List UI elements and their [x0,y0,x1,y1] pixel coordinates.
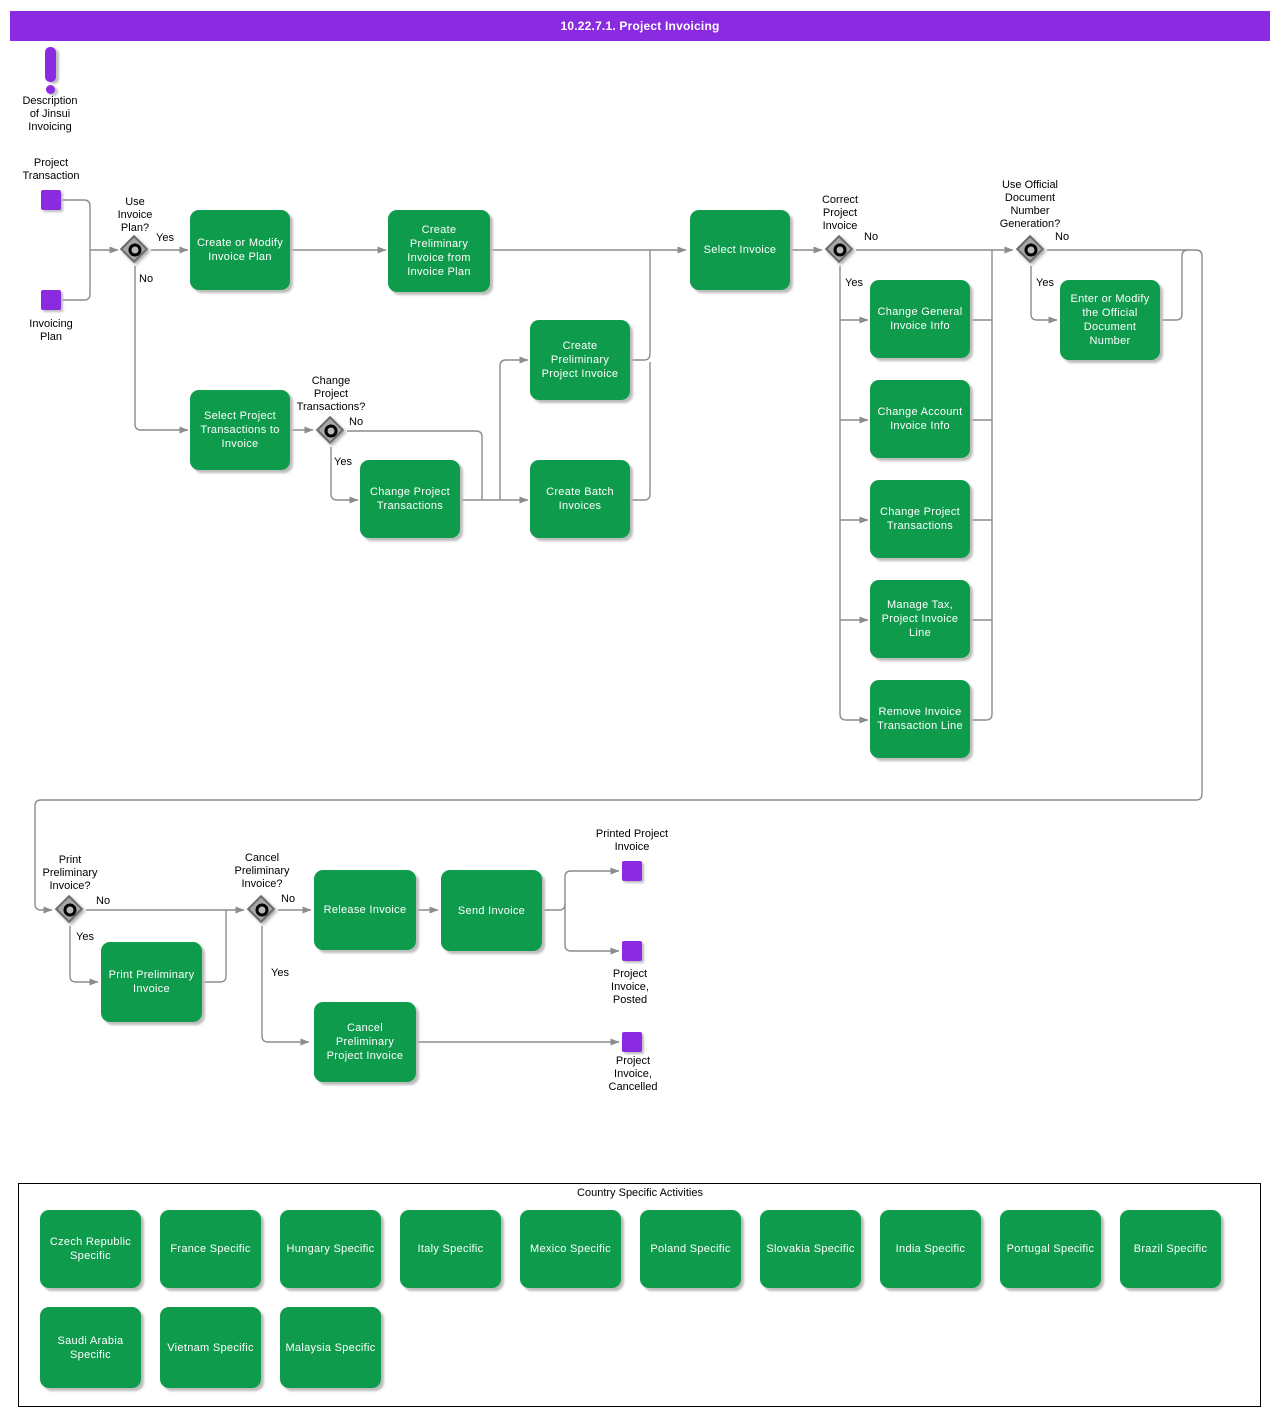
start-event-invoicing-plan-label: Invoicing Plan [29,318,73,343]
exclamation-icon-bar [45,47,56,82]
activity-cancel-preliminary-project-invoice[interactable]: Cancel Preliminary Project Invoice [314,1002,416,1082]
branch-label-yes: Yes [845,277,863,289]
decision-cancel-preliminary-invoice [245,893,279,927]
decision-ring-icon [63,903,77,917]
activity-select-project-transactions-to-invoice[interactable]: Select Project Transactions to Invoice [190,390,290,470]
activity-portugal-specific[interactable]: Portugal Specific [1000,1210,1101,1288]
activity-vietnam-specific[interactable]: Vietnam Specific [160,1307,261,1388]
activity-release-invoice[interactable]: Release Invoice [314,870,416,950]
start-event-project-transaction-label: Project Transaction [22,157,80,182]
decision-print-preliminary-invoice-label: Print Preliminary Invoice? [42,854,98,892]
end-event-printed-project-invoice [622,861,642,881]
end-event-project-invoice-posted [622,941,642,961]
decision-change-project-transactions-label: Change Project Transactions? [296,375,366,413]
end-event-project-invoice-posted-label: Project Invoice, Posted [611,968,649,1006]
decision-ring-icon [1024,243,1038,257]
activity-mexico-specific[interactable]: Mexico Specific [520,1210,621,1288]
activity-saudi-arabia-specific[interactable]: Saudi Arabia Specific [40,1307,141,1388]
activity-italy-specific[interactable]: Italy Specific [400,1210,501,1288]
activity-select-invoice[interactable]: Select Invoice [690,210,790,290]
decision-ring-icon [324,424,338,438]
activity-create-batch-invoices[interactable]: Create Batch Invoices [530,460,630,538]
activity-change-project-transactions[interactable]: Change Project Transactions [360,460,460,538]
activity-send-invoice[interactable]: Send Invoice [441,870,542,951]
activity-create-preliminary-project-invoice[interactable]: Create Preliminary Project Invoice [530,320,630,400]
end-event-project-invoice-cancelled [622,1032,642,1052]
end-event-project-invoice-cancelled-label: Project Invoice, Cancelled [608,1055,658,1093]
decision-use-invoice-plan-label: Use Invoice Plan? [117,196,153,234]
branch-label-no: No [281,893,296,905]
decision-use-invoice-plan [118,233,152,267]
activity-remove-invoice-transaction-line[interactable]: Remove Invoice Transaction Line [870,680,970,758]
decision-ring-icon [833,243,847,257]
start-event-project-transaction [41,190,61,210]
activity-brazil-specific[interactable]: Brazil Specific [1120,1210,1221,1288]
activity-create-preliminary-invoice-from-invoice-plan[interactable]: Create Preliminary Invoice from Invoice … [388,210,490,292]
activity-change-account-invoice-info[interactable]: Change Account Invoice Info [870,380,970,458]
decision-use-official-document-number [1014,233,1048,267]
decision-correct-project-invoice [823,233,857,267]
activity-france-specific[interactable]: France Specific [160,1210,261,1288]
branch-label-yes: Yes [76,931,94,943]
activity-india-specific[interactable]: India Specific [880,1210,981,1288]
branch-label-yes: Yes [334,456,352,468]
activity-enter-or-modify-official-document-number[interactable]: Enter or Modify the Official Document Nu… [1060,280,1160,360]
activity-poland-specific[interactable]: Poland Specific [640,1210,741,1288]
activity-malaysia-specific[interactable]: Malaysia Specific [280,1307,381,1388]
decision-correct-project-invoice-label: Correct Project Invoice [821,194,859,232]
decision-ring-icon [255,903,269,917]
decision-change-project-transactions [314,414,348,448]
branch-label-no: No [96,895,111,907]
activity-create-or-modify-invoice-plan[interactable]: Create or Modify Invoice Plan [190,210,290,290]
decision-print-preliminary-invoice [53,893,87,927]
branch-label-no: No [349,416,364,428]
country-specific-activities-panel [18,1183,1261,1407]
branch-label-yes: Yes [271,967,289,979]
end-event-printed-project-invoice-label: Printed Project Invoice [595,828,669,853]
activity-manage-tax-project-invoice-line[interactable]: Manage Tax, Project Invoice Line [870,580,970,658]
activity-change-project-transactions-2[interactable]: Change Project Transactions [870,480,970,558]
activity-change-general-invoice-info[interactable]: Change General Invoice Info [870,280,970,358]
annotation-label: Description of Jinsui Invoicing [22,95,78,133]
branch-label-no: No [1055,231,1070,243]
decision-use-official-document-number-label: Use Official Document Number Generation? [999,179,1061,230]
activity-hungary-specific[interactable]: Hungary Specific [280,1210,381,1288]
decision-cancel-preliminary-invoice-label: Cancel Preliminary Invoice? [234,852,290,890]
decision-ring-icon [128,243,142,257]
activity-czech-republic-specific[interactable]: Czech Republic Specific [40,1210,141,1288]
branch-label-yes: Yes [1036,277,1054,289]
branch-label-yes: Yes [156,232,174,244]
branch-label-no: No [864,231,879,243]
activity-slovakia-specific[interactable]: Slovakia Specific [760,1210,861,1288]
country-panel-title: Country Specific Activities [577,1187,703,1199]
start-event-invoicing-plan [41,290,61,310]
exclamation-icon-dot [46,85,55,94]
activity-print-preliminary-invoice[interactable]: Print Preliminary Invoice [101,942,202,1022]
diagram-title-bar: 10.22.7.1. Project Invoicing [10,11,1270,41]
branch-label-no: No [139,273,154,285]
